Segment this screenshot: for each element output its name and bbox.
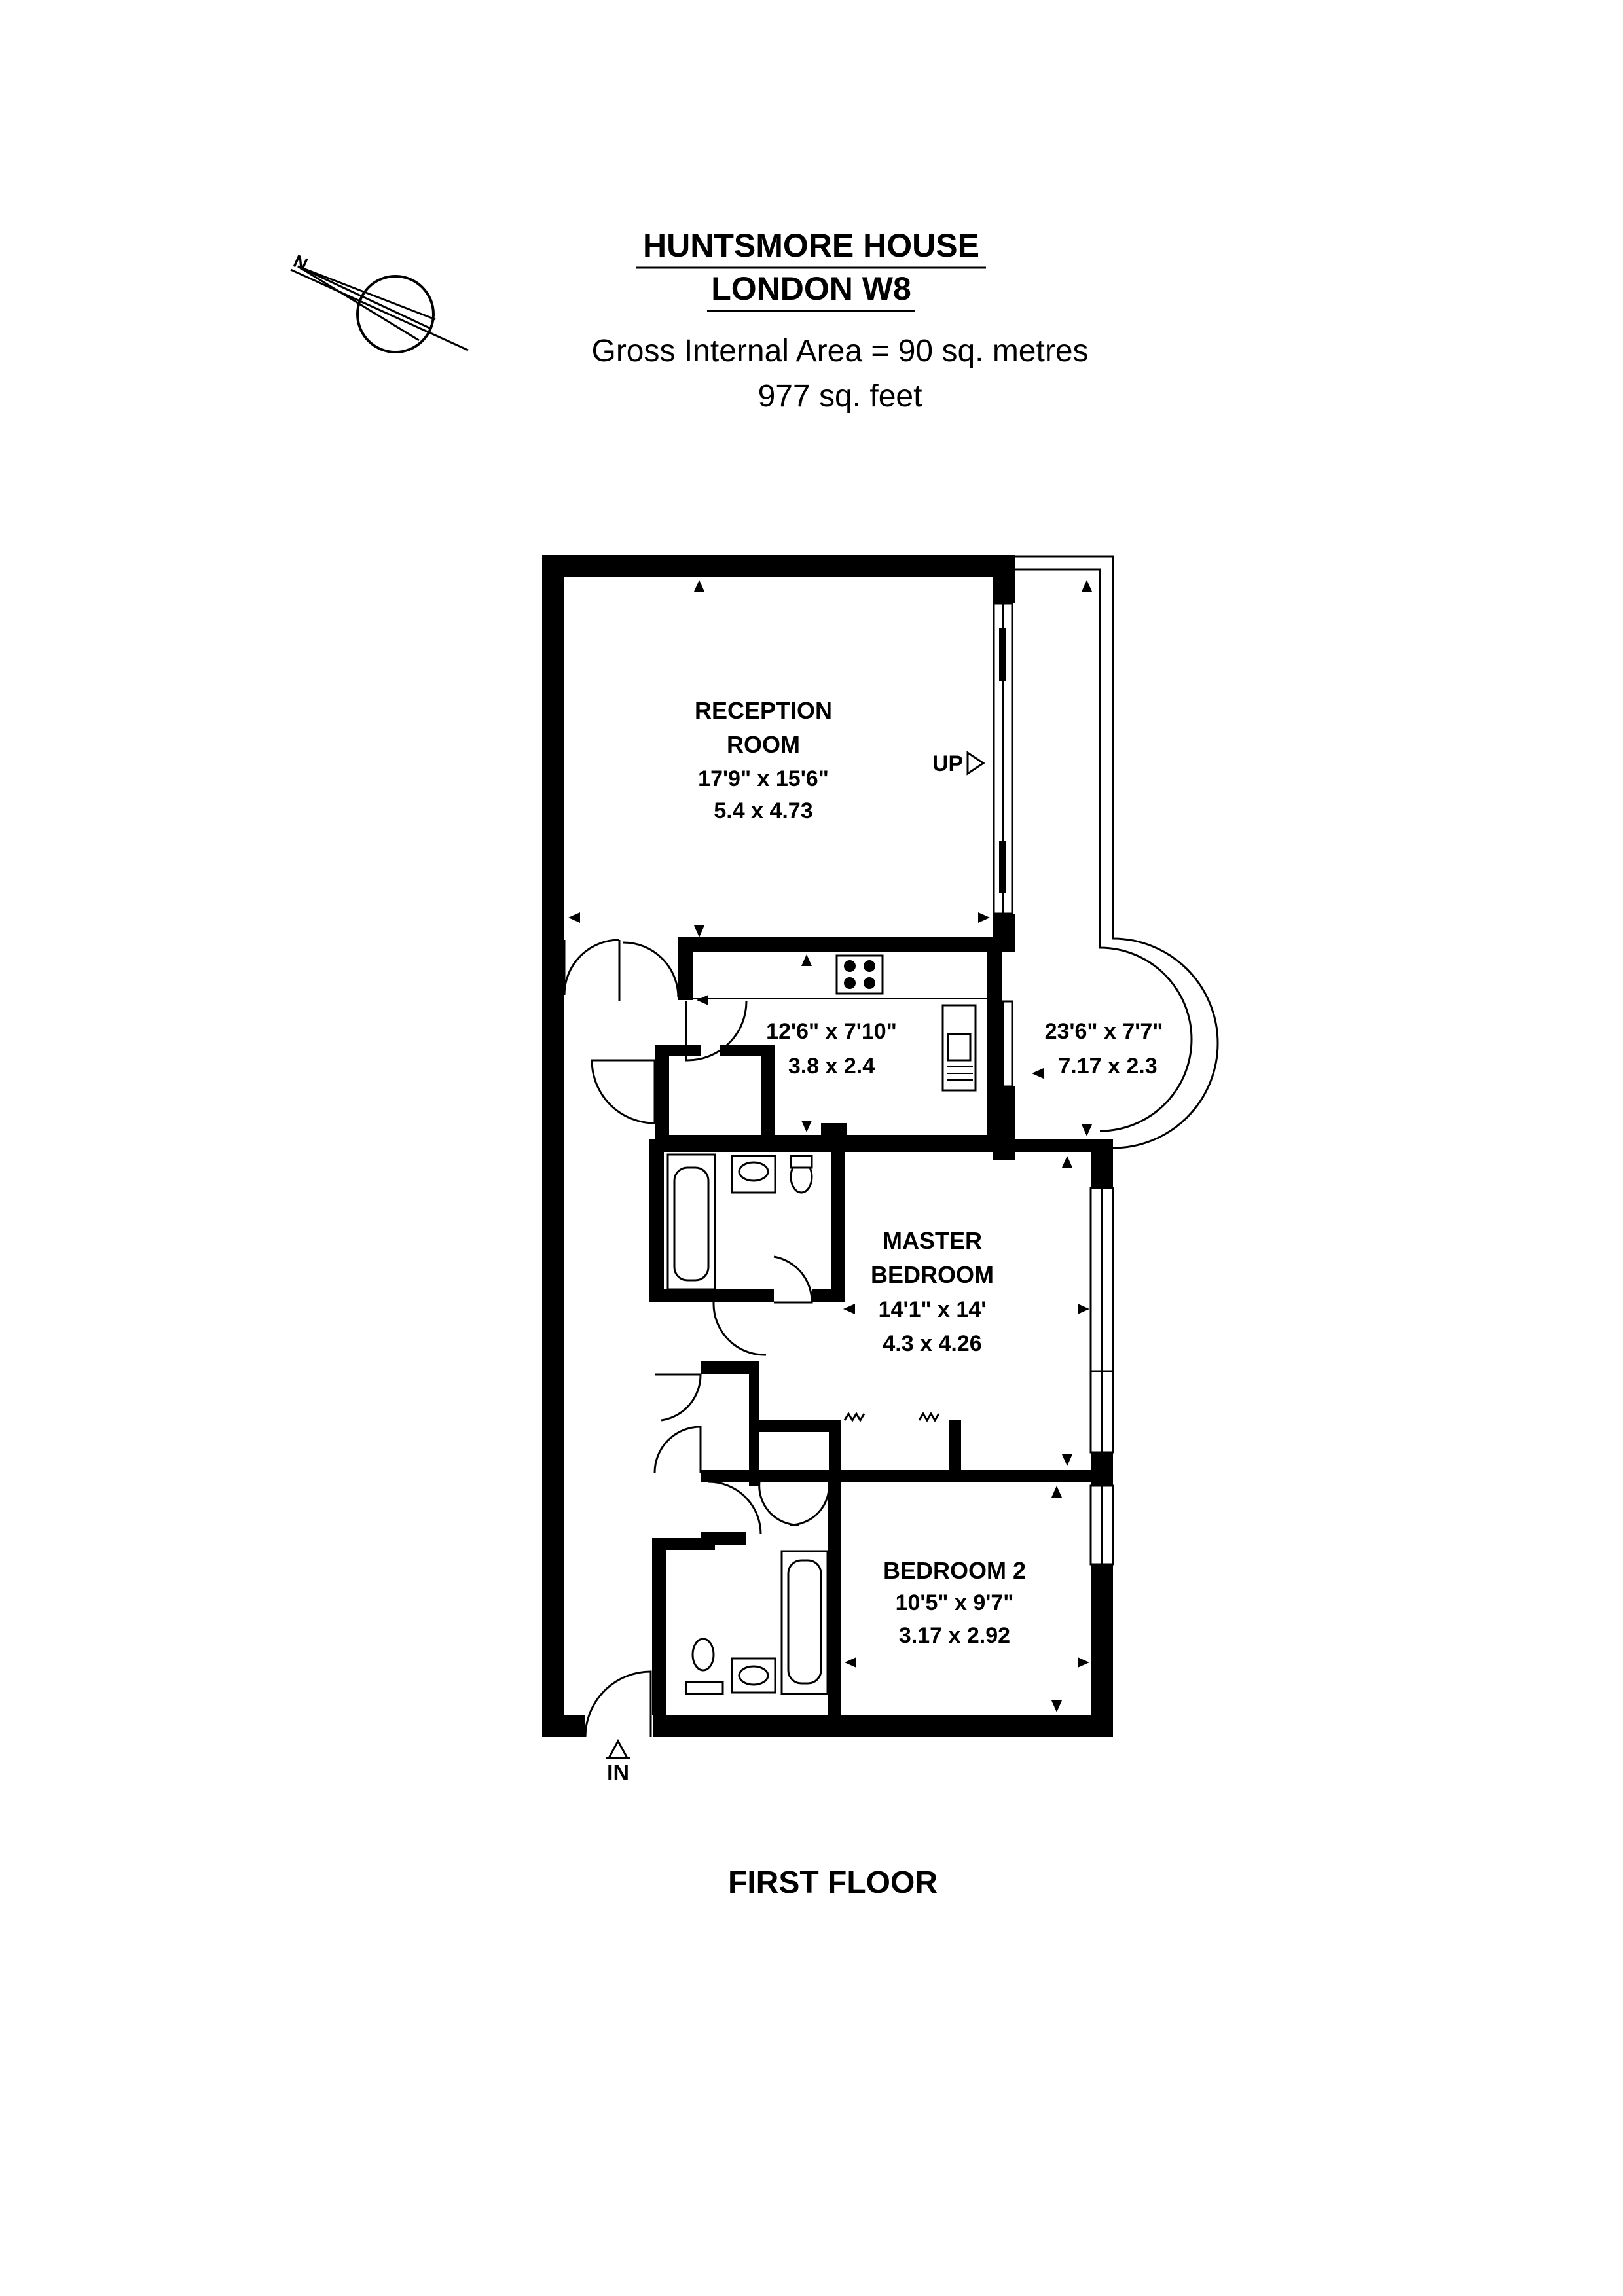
kitchen-imperial: 12'6" x 7'10" <box>766 1019 897 1044</box>
radiator-2-icon <box>918 1412 940 1422</box>
room-balcony: 23'6" x 7'7" 7.17 x 2.3 <box>1045 1019 1163 1079</box>
building-name: HUNTSMORE HOUSE <box>643 227 979 264</box>
master-metric: 4.3 x 4.26 <box>883 1331 981 1356</box>
internal-walls <box>649 937 1113 1715</box>
room-bedroom-2: BEDROOM 2 10'5" x 9'7" 3.17 x 2.92 <box>883 1557 1026 1648</box>
bedroom2-metric: 3.17 x 2.92 <box>899 1623 1010 1648</box>
room-kitchen: 12'6" x 7'10" 3.8 x 2.4 <box>766 1019 897 1079</box>
balcony-metric: 7.17 x 2.3 <box>1058 1054 1157 1079</box>
entrance-marker: IN <box>606 1738 630 1785</box>
bedroom-windows <box>1089 1187 1114 1566</box>
entrance-arrow-icon <box>607 1738 629 1759</box>
reception-name-1: RECEPTION <box>695 697 832 724</box>
north-compass-icon: N <box>290 251 469 353</box>
reception-imperial: 17'9" x 15'6" <box>698 766 829 791</box>
reception-metric: 5.4 x 4.73 <box>714 798 812 823</box>
gross-area-imperial: 977 sq. feet <box>758 379 922 414</box>
bedroom2-name: BEDROOM 2 <box>883 1557 1026 1584</box>
stairs-up-marker: UP <box>932 751 985 776</box>
reception-windows <box>993 602 1013 1088</box>
dimension-arrows <box>568 580 1092 1712</box>
doors <box>563 939 830 1738</box>
bedroom2-imperial: 10'5" x 9'7" <box>896 1590 1014 1615</box>
floor-label: FIRST FLOOR <box>728 1865 938 1900</box>
hob-icon <box>835 954 884 995</box>
in-label: IN <box>607 1761 629 1785</box>
up-label: UP <box>932 751 963 776</box>
room-master-bedroom: MASTER BEDROOM 14'1" x 14' 4.3 x 4.26 <box>871 1227 994 1356</box>
radiator-icon <box>843 1412 866 1422</box>
plan-header: HUNTSMORE HOUSE LONDON W8 Gross Internal… <box>591 227 1088 414</box>
master-imperial: 14'1" x 14' <box>879 1297 987 1322</box>
gross-area-metric: Gross Internal Area = 90 sq. metres <box>591 334 1088 368</box>
fixtures <box>666 954 987 1695</box>
kitchen-metric: 3.8 x 2.4 <box>788 1054 875 1079</box>
up-arrow-icon <box>966 751 985 776</box>
balcony-imperial: 23'6" x 7'7" <box>1045 1019 1163 1044</box>
master-name-2: BEDROOM <box>871 1261 994 1288</box>
reception-name-2: ROOM <box>727 731 800 758</box>
room-reception: RECEPTION ROOM 17'9" x 15'6" 5.4 x 4.73 <box>695 697 832 823</box>
building-location: LONDON W8 <box>711 270 911 307</box>
toilet-2-icon <box>691 1638 715 1672</box>
master-name-1: MASTER <box>883 1227 982 1254</box>
